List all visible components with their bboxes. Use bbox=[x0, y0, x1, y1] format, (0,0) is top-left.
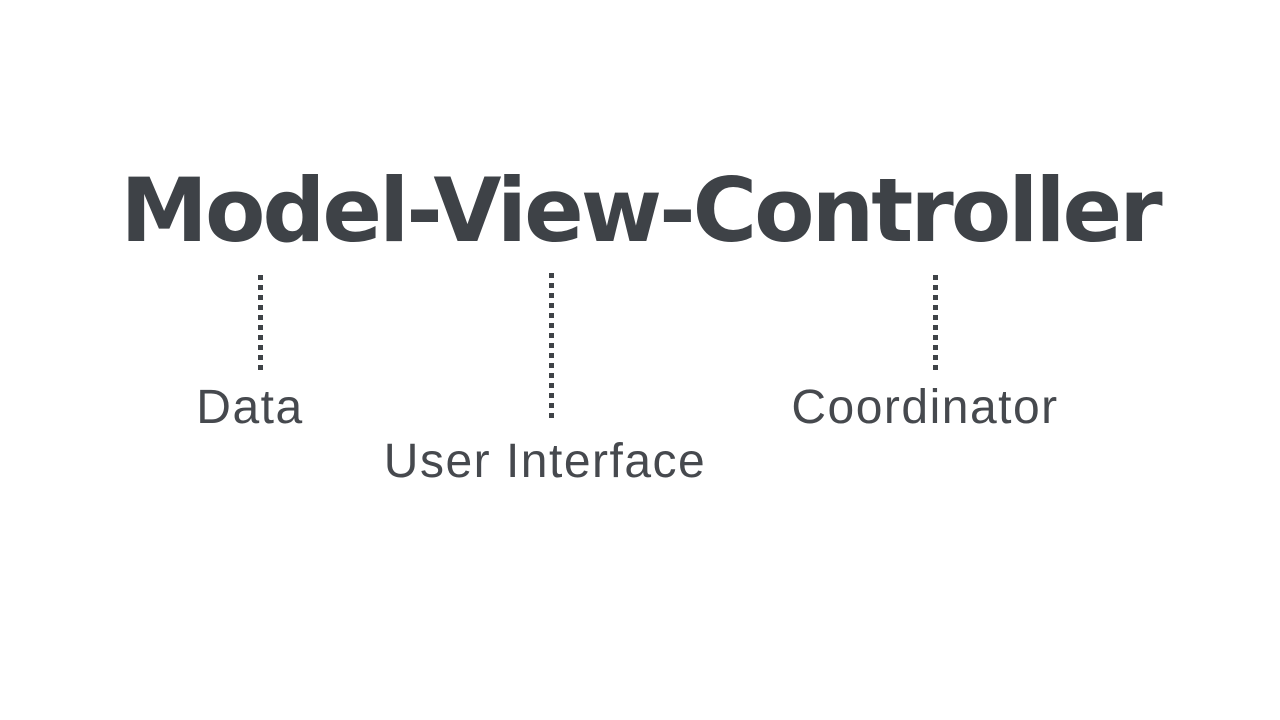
connector-line-model-data bbox=[258, 275, 263, 370]
label-view-user-interface: User Interface bbox=[383, 435, 707, 488]
label-model-data: Data bbox=[196, 381, 304, 434]
page-title: Model-View-Controller bbox=[120, 159, 1162, 262]
connector-line-controller-coordinator bbox=[933, 275, 938, 370]
connector-line-view-user-interface bbox=[549, 273, 554, 418]
label-controller-coordinator: Coordinator bbox=[791, 381, 1059, 434]
